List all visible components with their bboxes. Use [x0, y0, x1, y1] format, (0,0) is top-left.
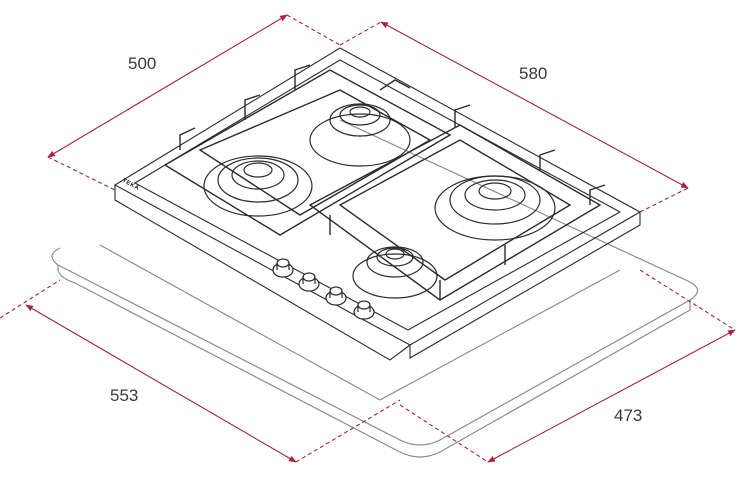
- dimension-label-500: 500: [128, 54, 157, 73]
- burner-front-right: [352, 246, 438, 299]
- countertop-outline: [51, 119, 699, 458]
- dimension-580: [339, 21, 689, 213]
- burner-rear-left: [309, 103, 411, 167]
- dimension-label-580: 580: [519, 64, 548, 83]
- dimension-553: [0, 279, 401, 463]
- control-knobs: [272, 258, 375, 320]
- dimension-500: [47, 14, 341, 191]
- dimension-label-553: 553: [110, 386, 139, 405]
- knob-4: [353, 300, 375, 320]
- knob-3: [325, 286, 347, 306]
- hob-body: [113, 47, 642, 361]
- burner-rear-right: [434, 175, 556, 241]
- dimension-473: [399, 269, 736, 463]
- knob-2: [298, 272, 320, 292]
- dimension-lines: [0, 14, 736, 463]
- dimension-label-473: 473: [614, 406, 643, 425]
- knob-1: [272, 258, 294, 278]
- burner-front-left: [203, 155, 313, 217]
